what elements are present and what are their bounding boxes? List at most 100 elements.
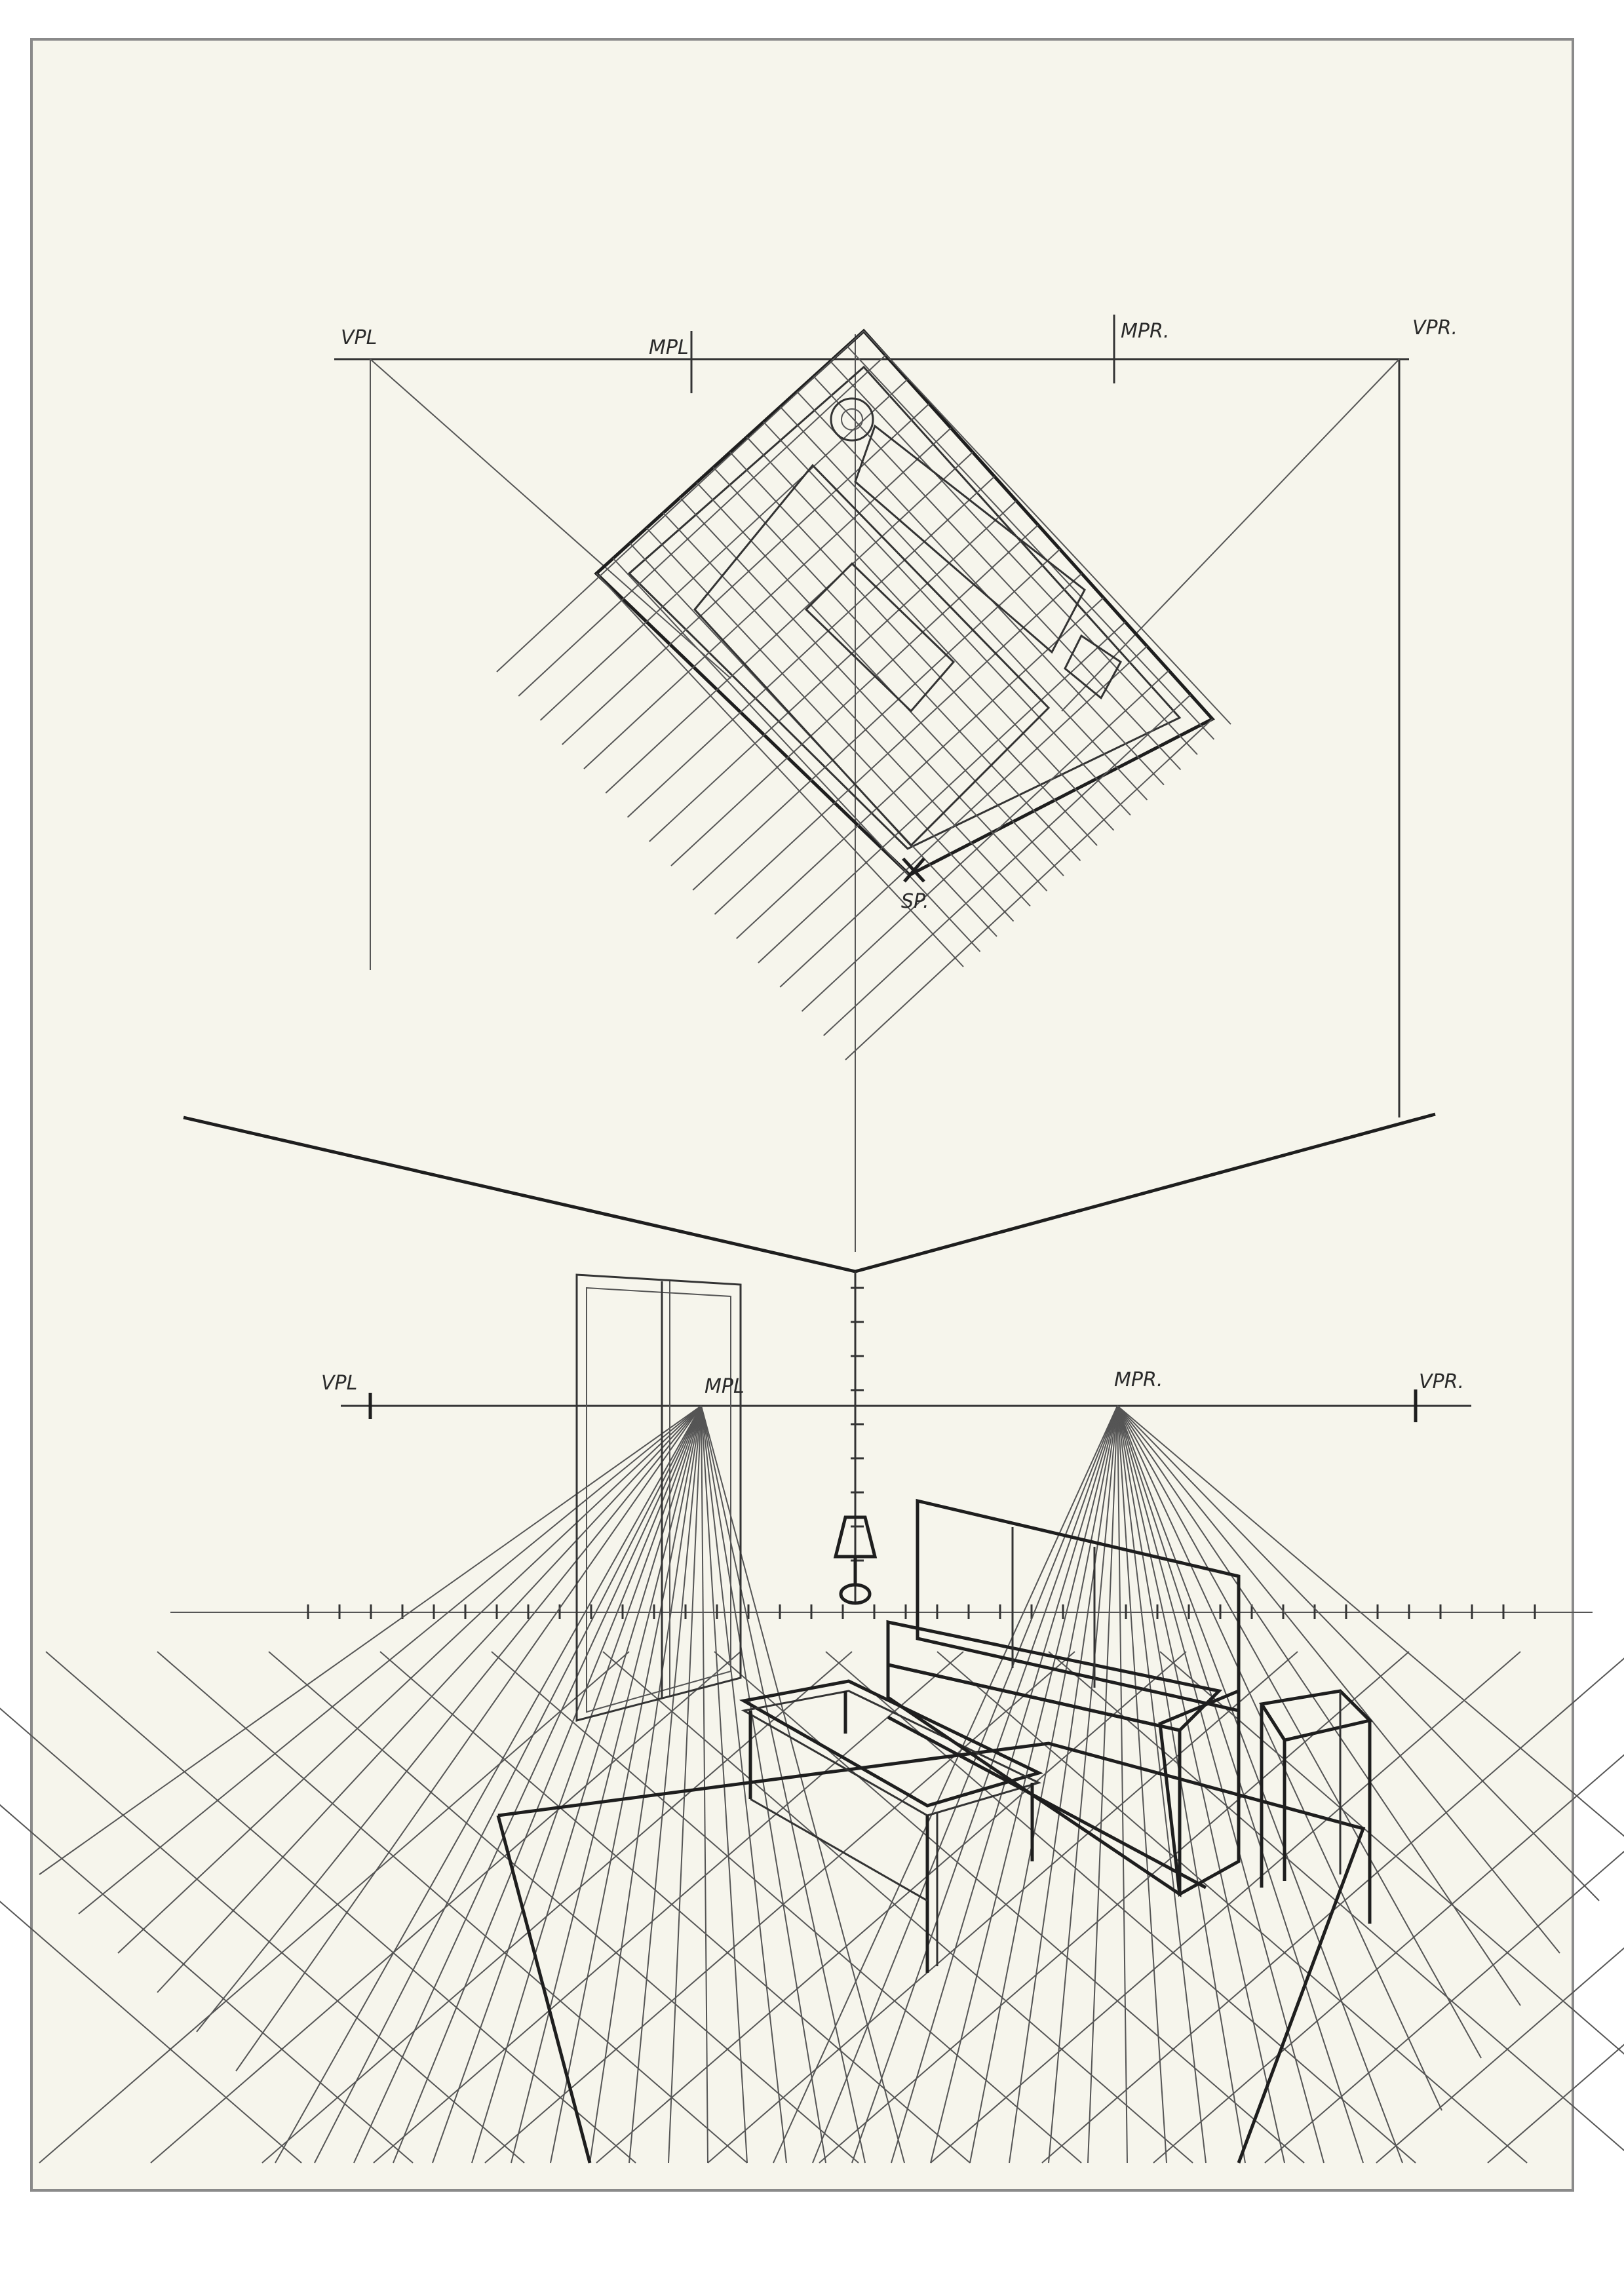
plan-grid-line (649, 500, 1017, 842)
mpr-ray (1117, 1405, 1482, 2059)
mpr-ray (1117, 1405, 1560, 1954)
plan-vpl-sightline (370, 359, 731, 679)
floor-grid-line (0, 1804, 414, 2164)
floor-grid-line (150, 1651, 741, 2164)
plan-grid-line (714, 573, 1083, 915)
mpl-ray-fan (39, 1405, 905, 2164)
plan-grid-line (539, 379, 908, 721)
plan-grid-line (779, 406, 1148, 801)
floor-grid-line (39, 1651, 630, 2164)
floor-grid-line (1048, 1651, 1624, 2152)
plan-grid-line (712, 467, 1081, 861)
mpl-ray (432, 1405, 702, 2164)
floor-grid-line (373, 1651, 964, 2164)
plan-sofa (854, 424, 1086, 654)
plan-grid-line (863, 330, 1231, 725)
perspective-view: VPL MPL MPR. VPR. (0, 1112, 1624, 2164)
ceiling-right-line (855, 1112, 1436, 1273)
floor-grid-line (261, 1651, 853, 2164)
mpl-ray (668, 1405, 702, 2164)
plan-grid-line (779, 646, 1148, 988)
plan-grid-line (729, 452, 1098, 846)
floor-grid-line (484, 1651, 1075, 2164)
plan-lamp-inner (841, 408, 863, 431)
mpl-ray (701, 1405, 826, 2164)
plan-grid-line (813, 376, 1182, 771)
mpr-ray (1087, 1405, 1118, 2164)
mpl-ray (701, 1405, 708, 2164)
mpl-ray (393, 1405, 702, 2164)
floor-grid-line (714, 1651, 1305, 2164)
plan-grid-line (796, 391, 1165, 786)
plan-grid-line (646, 527, 1015, 922)
mpl-ray (628, 1405, 702, 2164)
lamp-base (839, 1583, 872, 1605)
floor-grid-line (1487, 2044, 1624, 2164)
plan-grid-line (845, 718, 1213, 1060)
plan-grid-line (801, 670, 1170, 1012)
mpr-ray (773, 1405, 1118, 2164)
plan-grid-line (830, 360, 1198, 755)
rug-outline (497, 1741, 1366, 2164)
plan-grid-line (612, 558, 981, 952)
floor-grid-line (930, 1651, 1521, 2164)
plan-grid-line (627, 476, 996, 818)
plan-vpr-sightline (1061, 359, 1400, 712)
ceiling-left-line (183, 1116, 856, 1273)
mpl-ray (39, 1405, 702, 1875)
mpr-ray (1117, 1405, 1207, 2164)
plan-side-table (1064, 634, 1122, 700)
mpr-ray (851, 1405, 1118, 2164)
plan-rug (693, 463, 1051, 847)
floor-grid-line (0, 1901, 302, 2164)
coffee-table-top-edge (741, 1690, 1042, 1817)
floor-grid-line (491, 1651, 1082, 2164)
floor-grid-line (1159, 1651, 1624, 2055)
plan-grid-line (679, 497, 1048, 892)
plan-label-vpl: VPL (341, 326, 377, 349)
mpl-ray (550, 1405, 702, 2164)
floor-grid-line (1264, 1850, 1624, 2164)
floor-grid (0, 1651, 1624, 2164)
plan-grid-line (746, 437, 1115, 831)
sofa-frame-bottom (887, 1715, 1207, 1890)
floor-grid-line (0, 1707, 525, 2164)
plan-lamp (830, 397, 874, 442)
plan-grid-line (736, 597, 1104, 939)
persp-label-vpr: VPR. (1419, 1370, 1464, 1393)
plan-station-point-mark-b (903, 857, 925, 883)
plan-grid-line (670, 524, 1039, 866)
plan-grid-line (496, 330, 864, 672)
mpl-ray (235, 1405, 702, 2072)
persp-label-mpr: MPR. (1114, 1368, 1163, 1391)
mpl-ray (701, 1405, 866, 2164)
mpr-ray (1117, 1405, 1600, 1901)
plan-grid-line (583, 427, 952, 769)
plan-grid-line (758, 621, 1126, 963)
floor-grid-line (819, 1651, 1410, 2164)
floor-grid-line (1153, 1754, 1624, 2164)
mpl-ray (314, 1405, 702, 2164)
mpr-ray (969, 1405, 1118, 2164)
plan-grid-line (663, 512, 1031, 907)
mpr-ray (1117, 1405, 1521, 2006)
floor-grid-line (596, 1651, 1187, 2164)
floor-grid-line (602, 1651, 1193, 2164)
door-inner-frame (586, 1287, 731, 1713)
floor-grid-line (45, 1651, 636, 2164)
mpr-ray (812, 1405, 1118, 2164)
sofa-arm (1158, 1688, 1241, 1897)
mpl-ray (157, 1405, 702, 1993)
mpl-ray (701, 1405, 905, 2164)
mpl-ray (353, 1405, 702, 2164)
floor-grid-line (157, 1651, 748, 2164)
door-frame (575, 1273, 742, 1722)
floor-grid-line (1376, 1947, 1624, 2164)
rug-left-edge (496, 1815, 592, 2164)
mpr-ray (1117, 1405, 1442, 2111)
mpl-ray (117, 1405, 702, 1954)
plan-grid-line (696, 482, 1064, 876)
plan-label-sp: SP. (901, 890, 929, 913)
mpr-ray (1117, 1405, 1128, 2164)
floor-grid-line (379, 1651, 971, 2164)
